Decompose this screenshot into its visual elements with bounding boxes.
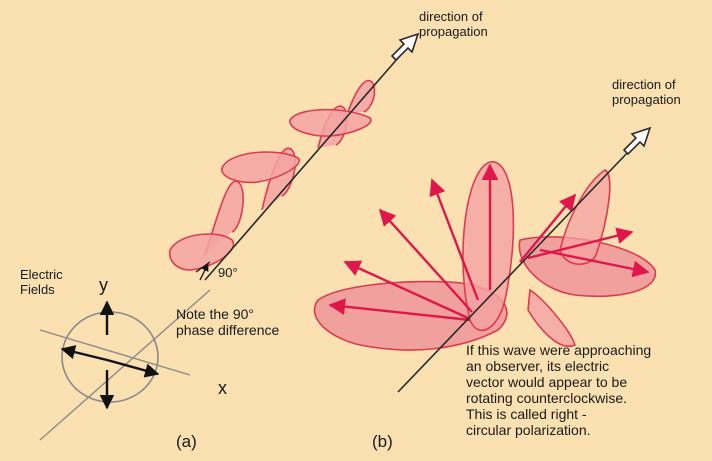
phase-note: Note the 90° phase difference bbox=[176, 306, 280, 339]
y-axis-label: y bbox=[99, 275, 108, 295]
propagation-axis-a bbox=[204, 57, 399, 281]
direction-label-a: direction of propagation bbox=[419, 9, 488, 39]
vector-3 bbox=[378, 208, 473, 313]
direction-label-b: direction of propagation bbox=[612, 77, 681, 107]
angle-marker bbox=[195, 261, 211, 281]
vector-2 bbox=[343, 260, 469, 320]
polarization-description: If this wave were approaching an observe… bbox=[466, 342, 652, 439]
vector-1 bbox=[328, 298, 471, 322]
electric-fields-label: Electric Fields bbox=[20, 267, 63, 297]
wave-b-tall-lobe bbox=[462, 161, 515, 332]
electric-field-cross bbox=[39, 289, 211, 441]
panel-a-waves bbox=[168, 79, 376, 271]
propagation-arrow-a bbox=[390, 32, 420, 62]
angle-label: 90° bbox=[218, 265, 238, 280]
propagation-axis-b bbox=[397, 149, 631, 393]
caption-a: (a) bbox=[176, 432, 197, 451]
wave-b-bottom-lobe bbox=[527, 288, 576, 348]
vector-8 bbox=[539, 248, 650, 278]
propagation-arrow-b bbox=[622, 126, 652, 156]
vector-6 bbox=[519, 193, 577, 263]
caption-b: (b) bbox=[372, 432, 393, 451]
electric-vectors bbox=[328, 163, 650, 322]
panel-b-waves bbox=[313, 161, 657, 351]
x-axis-label: x bbox=[218, 378, 227, 398]
vector-4 bbox=[429, 178, 480, 301]
vector-7 bbox=[527, 227, 634, 260]
